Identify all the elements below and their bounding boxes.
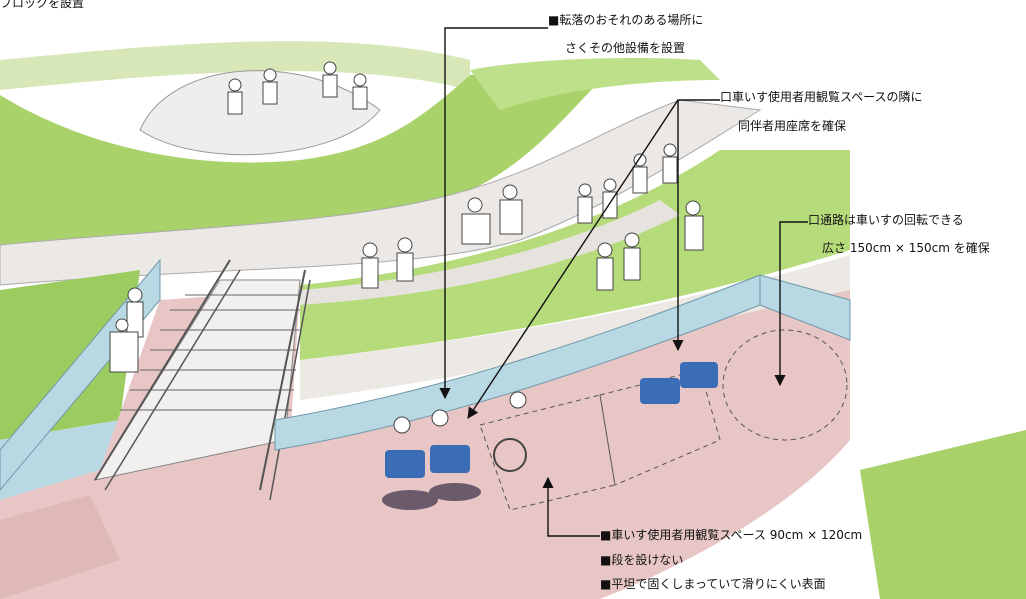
ramp-and-stairs [93, 259, 311, 501]
viewing-space-label-line3: ■平坦で固くしまっていて滑りにくい表面 [600, 577, 826, 591]
companion-seat-label-line2: 同伴者用座席を確保 [738, 119, 847, 133]
curved-path [0, 99, 762, 286]
aisle-label-line1: 口通路は車いすの回転できる [808, 213, 964, 227]
wheelchair-spaces [479, 329, 848, 511]
viewing-space-label-line2: ■段を設けない [600, 553, 684, 567]
musicians [227, 61, 368, 115]
aisle-label-line2: 広さ 150cm × 150cm を確保 [822, 241, 990, 255]
fence-label-line1: ■転落のおそれのある場所に [548, 13, 704, 27]
leader-lines [439, 27, 808, 537]
fence-label-line2: さくその他設備を設置 [565, 41, 686, 55]
upper-lawn [0, 41, 720, 250]
top-left-label-fragment: ブロックを設置 [0, 0, 85, 10]
lawn-audience [109, 143, 704, 373]
viewing-space-label-line1: ■車いす使用者用観覧スペース 90cm × 120cm [600, 528, 863, 542]
companion-seats [382, 362, 718, 510]
companion-seat-label-line1: 口車いす使用者用観覧スペースの隣に [720, 90, 923, 104]
safety-fence [0, 258, 851, 491]
lower-right-lawn [860, 430, 1026, 599]
